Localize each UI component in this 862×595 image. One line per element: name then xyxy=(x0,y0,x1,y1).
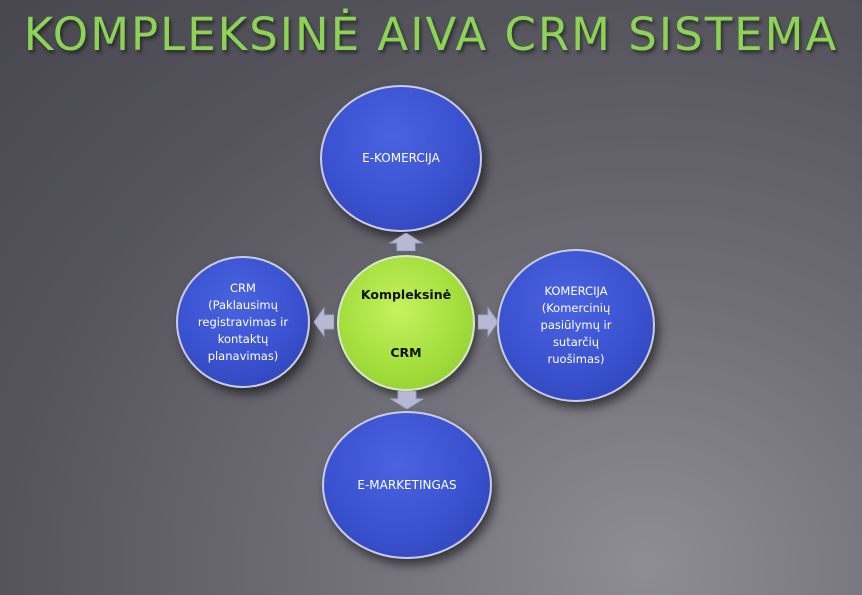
node-crm: CRM (Paklausimų registravimas ir kontakt… xyxy=(176,256,310,388)
arrow-down-icon xyxy=(389,391,425,409)
center-line-2: CRM xyxy=(390,344,422,360)
center-node-label: Kompleksinė CRM xyxy=(361,251,451,396)
arrow-right-icon xyxy=(478,306,498,338)
center-node: Kompleksinė CRM xyxy=(337,255,475,391)
node-e-marketingas-label: E-MARKETINGAS xyxy=(357,477,457,492)
node-e-komercija: E-KOMERCIJA xyxy=(320,85,482,232)
node-komercija: KOMERCIJA (Komercinių pasiūlymų ir sutar… xyxy=(497,249,655,402)
node-e-marketingas: E-MARKETINGAS xyxy=(322,411,492,559)
center-line-1: Kompleksinė xyxy=(360,286,452,302)
arrow-up-icon xyxy=(388,233,424,251)
node-e-komercija-label: E-KOMERCIJA xyxy=(362,151,440,165)
node-komercija-label: KOMERCIJA (Komercinių pasiūlymų ir sutar… xyxy=(540,284,612,366)
page-title: KOMPLEKSINĖ AIVA CRM SISTEMA xyxy=(23,8,839,61)
node-crm-label: CRM (Paklausimų registravimas ir kontakt… xyxy=(197,280,289,363)
arrow-left-icon xyxy=(314,306,334,338)
